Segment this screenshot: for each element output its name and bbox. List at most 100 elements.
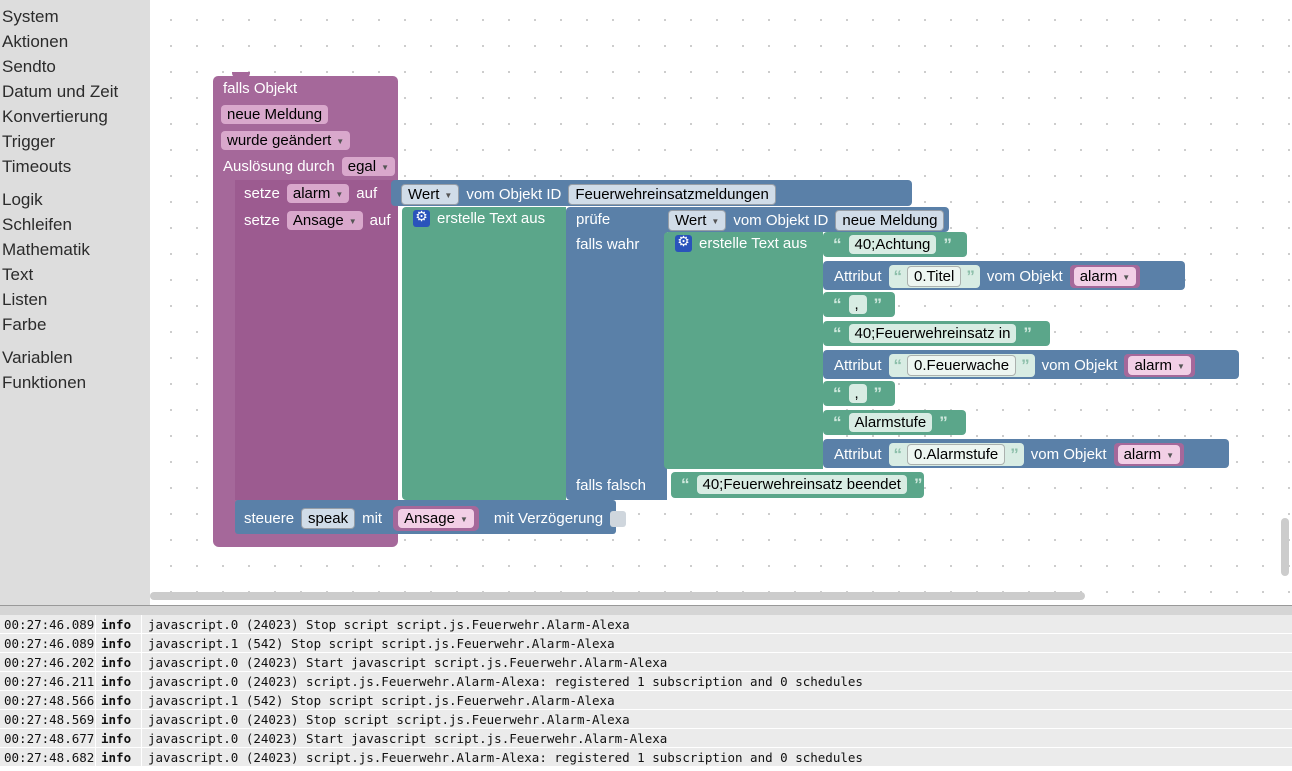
get-value-alarm-mode-dropdown[interactable]: Wert▼ (401, 184, 460, 205)
text-part-7-object-dropdown[interactable]: alarm▼ (1117, 445, 1181, 464)
toolbox-separator-2 (0, 337, 150, 345)
workspace-vertical-scrollbar[interactable] (1281, 518, 1289, 576)
toolbox-item-logik[interactable]: Logik (2, 190, 43, 209)
toolbox-item-schleifen[interactable]: Schleifen (2, 215, 72, 234)
text-part-1-attr-text-block[interactable]: “ 0.Titel ” (888, 265, 980, 288)
speak-value-block[interactable]: Ansage▼ (393, 506, 479, 531)
quote-close-icon: ” (1021, 356, 1030, 375)
toolbox-item-trigger[interactable]: Trigger (2, 132, 56, 151)
speak-target-field[interactable]: speak (301, 508, 356, 529)
text-part-1-object-label: alarm (1079, 268, 1118, 285)
get-value-meldung-object-id[interactable]: neue Meldung (835, 210, 945, 231)
text-part-3-value[interactable]: 40;Feuerwehreinsatz in (848, 324, 1017, 343)
quote-open-icon: “ (833, 384, 842, 403)
trigger-object-field[interactable]: neue Meldung (221, 105, 329, 124)
set-alarm-row[interactable]: setze alarm▼ auf (244, 184, 377, 203)
get-value-meldung-row[interactable]: Wert▼ vom Objekt ID neue Meldung (668, 210, 945, 231)
text-part-0-value[interactable]: 40;Achtung (848, 235, 937, 254)
text-part-2-row[interactable]: “ , ” (833, 295, 882, 314)
text-part-4-row[interactable]: Attribut “ 0.Feuerwache ” vom Objekt ala… (834, 354, 1195, 377)
set-ansage-variable-dropdown[interactable]: Ansage▼ (286, 211, 363, 230)
get-value-alarm-object-id[interactable]: Feuerwehreinsatzmeldungen (568, 184, 776, 205)
get-value-meldung-mode-dropdown[interactable]: Wert▼ (668, 210, 727, 231)
text-part-4-attr-value[interactable]: 0.Feuerwache (907, 355, 1017, 376)
create-text-inner-row[interactable]: erstelle Text aus (675, 233, 807, 252)
create-text-outer-row[interactable]: erstelle Text aus (413, 208, 545, 227)
text-part-1-object-block[interactable]: alarm▼ (1069, 265, 1141, 288)
toolbox-item-konvertierung[interactable]: Konvertierung (2, 107, 108, 126)
else-text-value[interactable]: 40;Feuerwehreinsatz beendet (696, 475, 907, 494)
create-text-inner-block[interactable] (664, 232, 823, 469)
text-part-5-value[interactable]: , (848, 384, 867, 403)
text-part-7-attr-label: Attribut (834, 446, 882, 463)
set-alarm-variable-dropdown[interactable]: alarm▼ (286, 184, 350, 203)
trigger-by-row[interactable]: Auslösung durch egal▼ (223, 157, 396, 176)
set-alarm-set-label: setze (244, 185, 280, 202)
text-part-7-row[interactable]: Attribut “ 0.Alarmstufe ” vom Objekt ala… (834, 443, 1185, 466)
text-part-2-value[interactable]: , (848, 295, 867, 314)
toolbox-item-aktionen[interactable]: Aktionen (2, 32, 69, 51)
trigger-change-row[interactable]: wurde geändert▼ (221, 131, 351, 150)
get-value-alarm-row[interactable]: Wert▼ vom Objekt ID Feuerwehreinsatzmeld… (401, 184, 776, 205)
gear-icon[interactable] (675, 233, 692, 252)
text-part-5-row[interactable]: “ , ” (833, 384, 882, 403)
then-label: falls wahr (576, 236, 640, 253)
text-part-7-attr-text-block[interactable]: “ 0.Alarmstufe ” (888, 443, 1024, 466)
blockly-toolbox[interactable]: System Aktionen Sendto Datum und Zeit Ko… (0, 0, 150, 605)
toolbox-item-listen[interactable]: Listen (2, 290, 48, 309)
toolbox-item-sendto[interactable]: Sendto (2, 57, 56, 76)
text-part-3-row[interactable]: “ 40;Feuerwehreinsatz in ” (833, 324, 1032, 343)
toolbox-item-system[interactable]: System (2, 7, 59, 26)
else-text-row[interactable]: “ 40;Feuerwehreinsatz beendet ” (681, 475, 922, 494)
text-part-6-row[interactable]: “ Alarmstufe ” (833, 413, 948, 432)
text-part-1-row[interactable]: Attribut “ 0.Titel ” vom Objekt alarm▼ (834, 265, 1141, 288)
speak-value-dropdown[interactable]: Ansage▼ (398, 509, 474, 528)
text-part-7-attr-value[interactable]: 0.Alarmstufe (907, 444, 1006, 465)
text-part-1-object-dropdown[interactable]: alarm▼ (1073, 267, 1137, 286)
chevron-down-icon: ▼ (1176, 361, 1185, 371)
trigger-by-dropdown[interactable]: egal▼ (341, 157, 396, 176)
text-part-7-object-block[interactable]: alarm▼ (1113, 443, 1185, 466)
toolbox-item-variablen[interactable]: Variablen (2, 348, 73, 367)
gear-icon[interactable] (413, 208, 430, 227)
trigger-change-dropdown[interactable]: wurde geändert▼ (221, 131, 351, 150)
chevron-down-icon: ▼ (711, 216, 720, 226)
set-ansage-block[interactable] (235, 207, 398, 500)
toolbox-item-datum-und-zeit[interactable]: Datum und Zeit (2, 82, 119, 101)
log-severity: info (96, 615, 142, 633)
toolbox-item-text[interactable]: Text (2, 265, 34, 284)
if-label: prüfe (576, 211, 611, 228)
chevron-down-icon: ▼ (336, 136, 345, 146)
trigger-by-label: Auslösung durch (223, 158, 335, 175)
text-part-0-row[interactable]: “ 40;Achtung ” (833, 235, 952, 254)
text-part-6-value[interactable]: Alarmstufe (848, 413, 933, 432)
toolbox-item-funktionen[interactable]: Funktionen (2, 373, 87, 392)
create-text-outer-block[interactable] (402, 207, 566, 500)
text-part-4-object-block[interactable]: alarm▼ (1124, 354, 1195, 377)
toolbox-item-mathematik[interactable]: Mathematik (2, 240, 90, 259)
text-part-1-attr-value[interactable]: 0.Titel (907, 266, 962, 287)
else-label-row: falls falsch (576, 477, 646, 494)
toolbox-item-timeouts[interactable]: Timeouts (2, 157, 72, 176)
text-part-4-attr-text-block[interactable]: “ 0.Feuerwache ” (888, 354, 1035, 377)
chevron-down-icon: ▼ (381, 162, 390, 172)
toolbox-item-farbe[interactable]: Farbe (2, 315, 47, 334)
workspace-horizontal-scrollbar[interactable] (150, 592, 1085, 600)
blockly-workspace[interactable]: falls Objekt neue Meldung wurde geändert… (150, 0, 1292, 605)
set-ansage-row[interactable]: setze Ansage▼ auf (244, 211, 391, 230)
speak-row[interactable]: steuere speak mit Ansage▼ mit Verzögerun… (244, 506, 627, 531)
speak-delay-checkbox[interactable] (610, 510, 627, 527)
trigger-object-row[interactable]: neue Meldung (221, 105, 329, 124)
log-message: javascript.1 (542) Stop script script.js… (142, 691, 1292, 709)
text-part-4-object-dropdown[interactable]: alarm▼ (1128, 356, 1191, 375)
if-block[interactable] (566, 207, 667, 500)
